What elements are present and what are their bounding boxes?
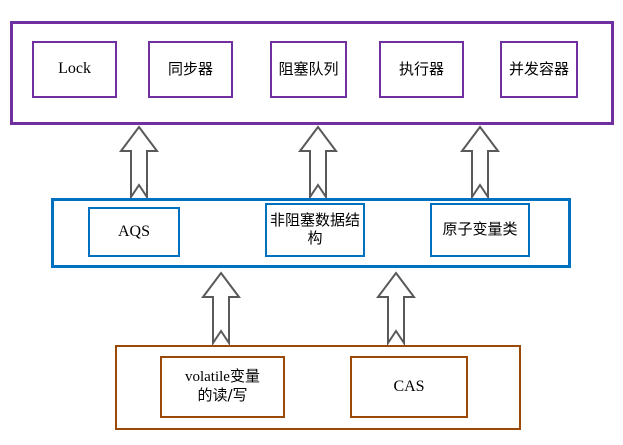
node-lock-label: Lock [58,60,91,78]
node-synchronizer[interactable]: 同步器 [148,41,233,98]
arrow-up-atomic-to-top-layer [460,125,500,199]
arrow-up-cas-to-middle-layer [376,271,416,345]
node-volatile-read-write-label: volatile变量 的读/写 [183,367,262,405]
node-volatile-variable-han: 变量 [229,367,260,386]
node-atomic-variable-classes[interactable]: 原子变量类 [430,203,530,257]
node-volatile-read-write[interactable]: volatile变量 的读/写 [160,356,285,418]
node-concurrent-collections[interactable]: 并发容器 [500,41,578,98]
node-executor-label: 执行器 [398,59,444,78]
node-aqs-label: AQS [117,222,150,240]
node-concurrent-collections-label: 并发容器 [508,59,569,78]
node-volatile-readwrite-han: 的读/写 [197,386,248,404]
node-lock[interactable]: Lock [32,41,117,98]
node-aqs[interactable]: AQS [88,207,180,257]
node-cas[interactable]: CAS [350,356,468,418]
node-nonblocking-data-structures[interactable]: 非阻塞数据结构 [265,203,365,257]
node-cas-label: CAS [393,377,425,395]
node-executor[interactable]: 执行器 [379,41,464,98]
node-volatile-keyword: volatile [184,369,230,386]
arrow-up-aqs-to-lock-layer [119,125,159,199]
node-nonblocking-data-structures-label: 非阻塞数据结构 [269,211,360,247]
node-atomic-variable-classes-label: 原子变量类 [442,220,518,239]
arrow-up-nonblocking-to-top-layer [298,125,338,199]
node-blocking-queue-label: 阻塞队列 [278,59,339,78]
node-blocking-queue[interactable]: 阻塞队列 [270,41,347,98]
arrow-up-volatile-to-middle-layer [201,271,241,345]
node-synchronizer-label: 同步器 [167,59,213,78]
